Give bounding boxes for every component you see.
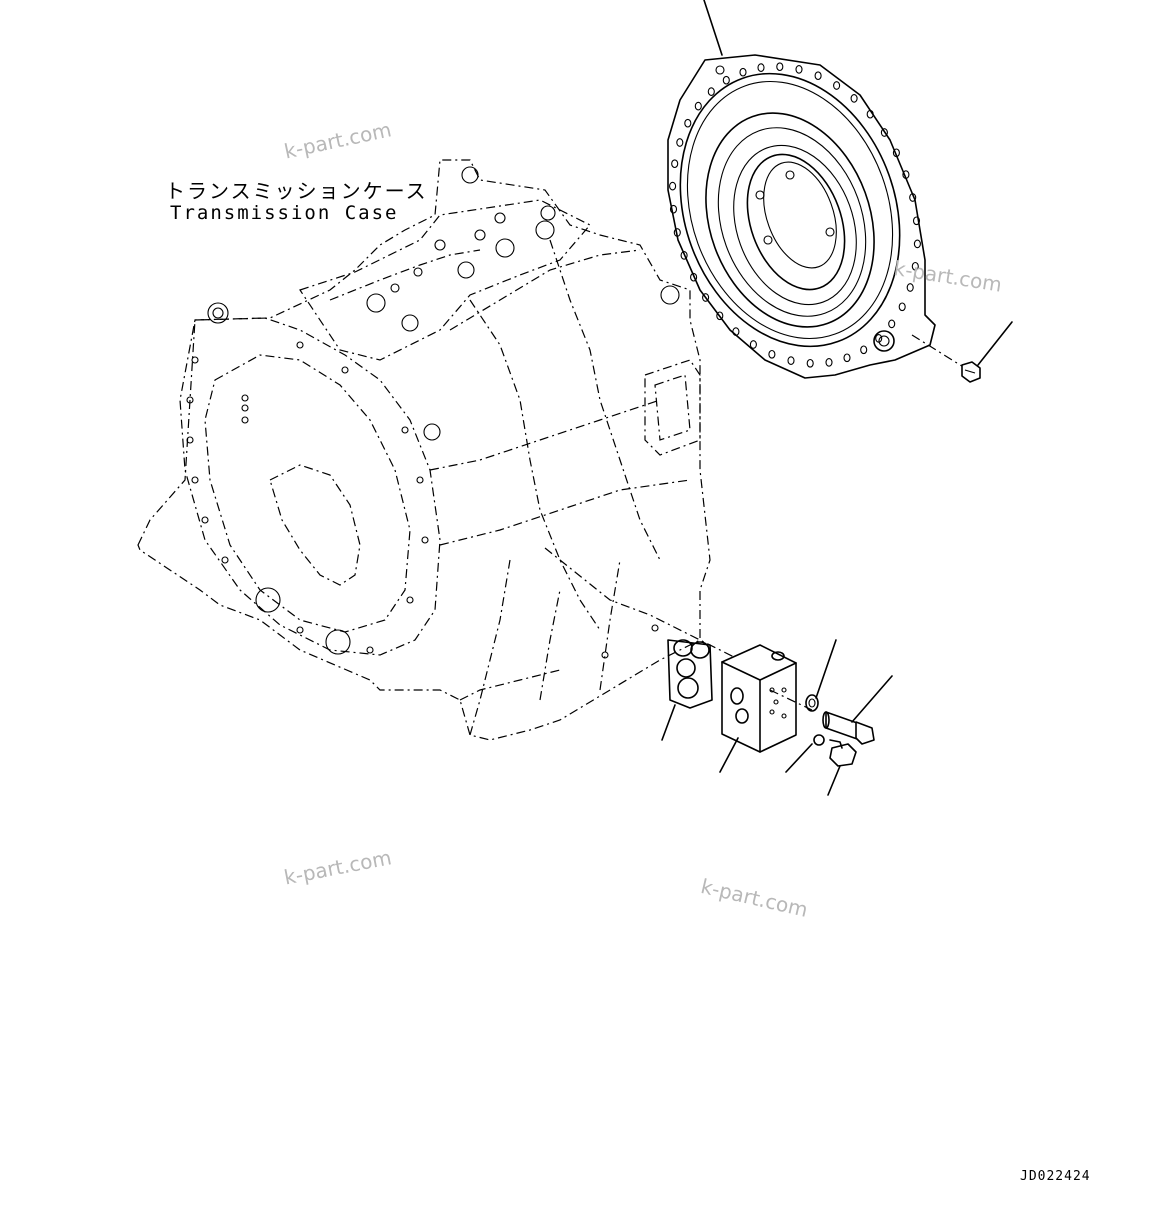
cover-bolt-hole [694,101,702,111]
cover-bolt-hole [671,159,679,169]
cover-bolt-hole [806,358,814,368]
cover-bolt-hole [669,181,677,191]
cover-bolt-hole [716,311,724,321]
cover-bolt-hole [676,138,684,147]
cover-bolt-hole [707,87,715,96]
cover-bolt-hole [912,216,921,226]
cover-nut [911,334,981,383]
cover-bolt-hole [690,272,698,282]
cover-bolt-hole [768,349,776,359]
cover-bolt-hole [875,334,883,343]
cover-bolt-hole [892,148,900,158]
cover-bolt-hole [898,302,906,312]
cover-bolt-hole [850,94,858,103]
leader-lines [661,0,1013,796]
cover-bolt-hole [866,109,874,119]
cover-bolt-hole [814,71,822,81]
cover-bolt-hole [669,204,678,214]
cover-bolt-hole [776,62,784,72]
transmission-cover [667,54,936,379]
cover-bolt-hole [702,293,710,302]
cover-bolt-hole [680,251,688,260]
cover-bolt-hole [825,358,833,367]
cover-bolt-hole [880,128,888,137]
caption-english: Transmission Case [170,202,399,224]
cover-bolt-hole [732,327,740,336]
cover-bolt-hole [913,239,921,249]
cover-bolt-hole [906,283,914,292]
cover-bolt-hole [909,193,917,202]
cover-bolt-hole [739,67,747,77]
cover-bolt-hole [757,63,765,72]
cover-bolt-hole [684,118,692,128]
cover-bolt-hole [911,261,919,271]
cover-bolt-hole [787,356,795,365]
cover-bolt-hole [860,345,868,355]
cover-bolt-hole [902,170,910,179]
cover-bolt-hole [888,319,896,329]
cover-bolt-hole [722,75,730,85]
caption-japanese: トランスミッションケース [165,179,428,203]
valve-block-assembly [544,547,875,767]
drawing-code: JD022424 [1020,1169,1091,1184]
cover-bolt-hole [833,81,841,90]
cover-bolt-hole [795,65,803,74]
cover-bolt-hole [749,340,757,349]
transmission-case [137,159,711,741]
cover-bolt-hole [673,228,681,237]
cover-bolt-hole [843,353,851,363]
